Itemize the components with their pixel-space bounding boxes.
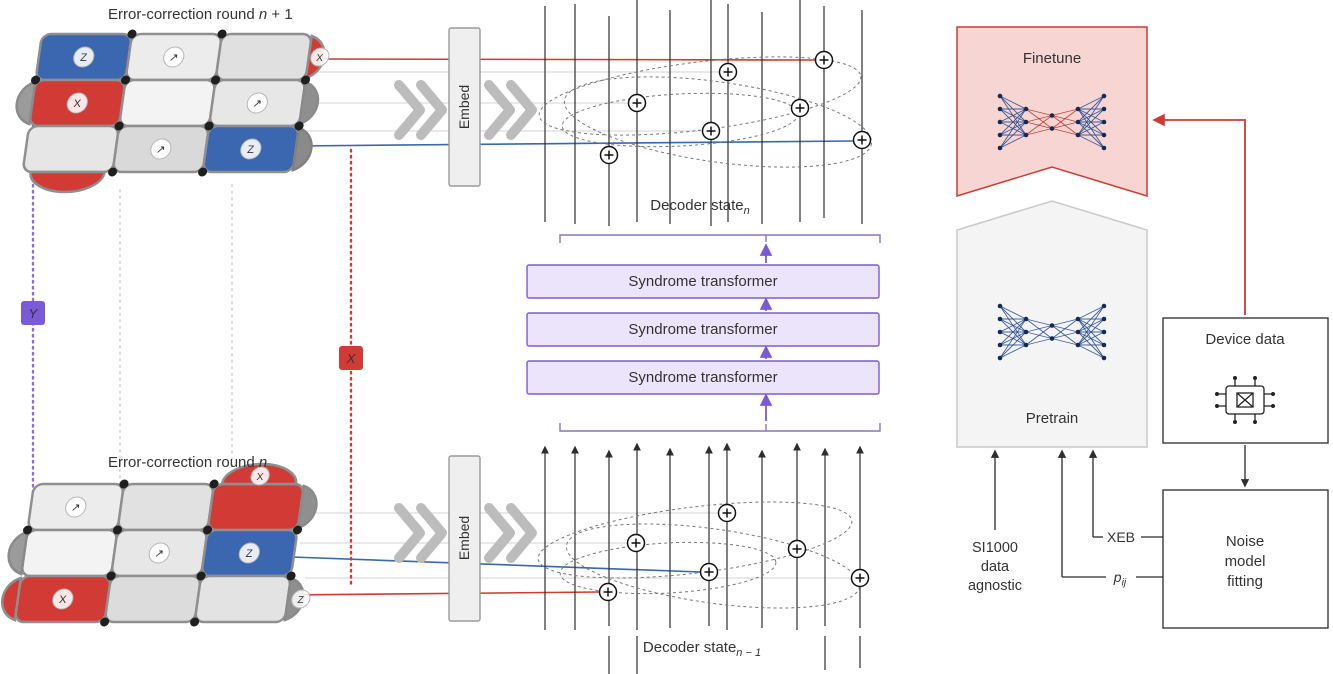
xor-nodes [599, 50, 872, 165]
device-data-box: Device data [1162, 317, 1329, 444]
svg-text:↗: ↗ [168, 52, 179, 64]
plaquette-symbols: Z ↗ X X ↗ ↗ Z [66, 46, 330, 160]
chevrons-top [394, 80, 537, 140]
svg-text:↗: ↗ [70, 502, 81, 514]
svg-text:SI1000: SI1000 [972, 540, 1018, 556]
finetune-network-icon [997, 93, 1107, 151]
svg-text:Z: Z [79, 52, 88, 64]
stabilizer-ellipses [537, 501, 861, 609]
svg-text:↗: ↗ [154, 548, 165, 560]
noise-model-box: Noise model fitting [1162, 489, 1329, 629]
svg-text:↗: ↗ [155, 144, 166, 156]
syndrome-transformer-1: Syndrome transformer [526, 264, 880, 299]
xeb-label: XEB [1107, 529, 1135, 545]
svg-text:X: X [73, 98, 83, 110]
surface-code-top: Z ↗ X X ↗ ↗ Z [15, 29, 330, 194]
svg-text:Z: Z [245, 548, 254, 560]
device-to-finetune-arrow [1152, 113, 1246, 315]
svg-text:Device data: Device data [1205, 331, 1285, 348]
xor-nodes [598, 503, 870, 602]
boundary-gray-bump [7, 530, 29, 576]
round-label-top: Error-correction round n + 1 [108, 6, 293, 23]
syndrome-transformer-2: Syndrome transformer [526, 312, 880, 347]
z-stabilizer-line-top [294, 140, 854, 147]
x-error-badge: X [339, 346, 363, 370]
svg-text:Y: Y [29, 306, 39, 321]
x-stabilizer-line-top [321, 58, 816, 61]
data-qubits [30, 29, 311, 177]
svg-text:Syndrome transformer: Syndrome transformer [628, 369, 777, 386]
decoder-state-top [538, 0, 873, 226]
svg-text:Noise: Noise [1226, 533, 1264, 550]
finetune-banner: Finetune [956, 26, 1148, 198]
pij-label: pij [1113, 569, 1127, 589]
svg-text:X: X [58, 594, 68, 606]
boundary-gray-bump [15, 80, 37, 126]
data-qubits [22, 479, 303, 627]
svg-text:Z: Z [297, 595, 305, 606]
svg-text:Embed: Embed [456, 85, 472, 129]
chip-icon [1215, 376, 1275, 424]
svg-text:X: X [315, 53, 324, 64]
svg-text:↗: ↗ [252, 98, 263, 110]
embed-box-top: Embed [448, 27, 481, 187]
svg-text:Finetune: Finetune [1023, 50, 1081, 67]
svg-text:Pretrain: Pretrain [1026, 410, 1079, 427]
pipeline-arrows [990, 445, 1250, 578]
svg-text:Z: Z [246, 144, 255, 156]
svg-text:agnostic: agnostic [968, 578, 1022, 594]
decoder-state-bottom-label: Decoder staten − 1 [643, 639, 761, 659]
bracket-top [559, 234, 881, 243]
pipeline-labels: SI1000 data agnostic XEB pij [968, 529, 1135, 594]
decoder-state-top-label: Decoder staten [650, 197, 750, 217]
surface-code-bottom: X ↗ ↗ Z X Z [0, 462, 318, 627]
svg-text:model: model [1225, 553, 1266, 570]
svg-text:Syndrome transformer: Syndrome transformer [628, 321, 777, 338]
svg-text:X: X [346, 351, 357, 366]
z-stabilizer-line-bottom [291, 556, 701, 573]
svg-text:data: data [981, 559, 1010, 575]
svg-text:Syndrome transformer: Syndrome transformer [628, 273, 777, 290]
pretrain-network-icon [997, 303, 1107, 361]
y-error-badge: Y [21, 301, 45, 325]
chevrons-bottom [394, 503, 537, 563]
plaquette-symbols: X ↗ ↗ Z X Z [52, 466, 311, 610]
decoder-state-bottom [537, 442, 870, 674]
svg-text:fitting: fitting [1227, 573, 1263, 590]
embed-box-bottom: Embed [448, 455, 481, 622]
svg-text:Embed: Embed [456, 516, 472, 560]
pretrain-banner: Pretrain [956, 200, 1148, 448]
round-label-bottom: Error-correction round n [108, 454, 267, 471]
svg-text:X: X [256, 472, 265, 483]
bracket-bottom [559, 423, 881, 432]
syndrome-transformer-3: Syndrome transformer [526, 360, 880, 395]
